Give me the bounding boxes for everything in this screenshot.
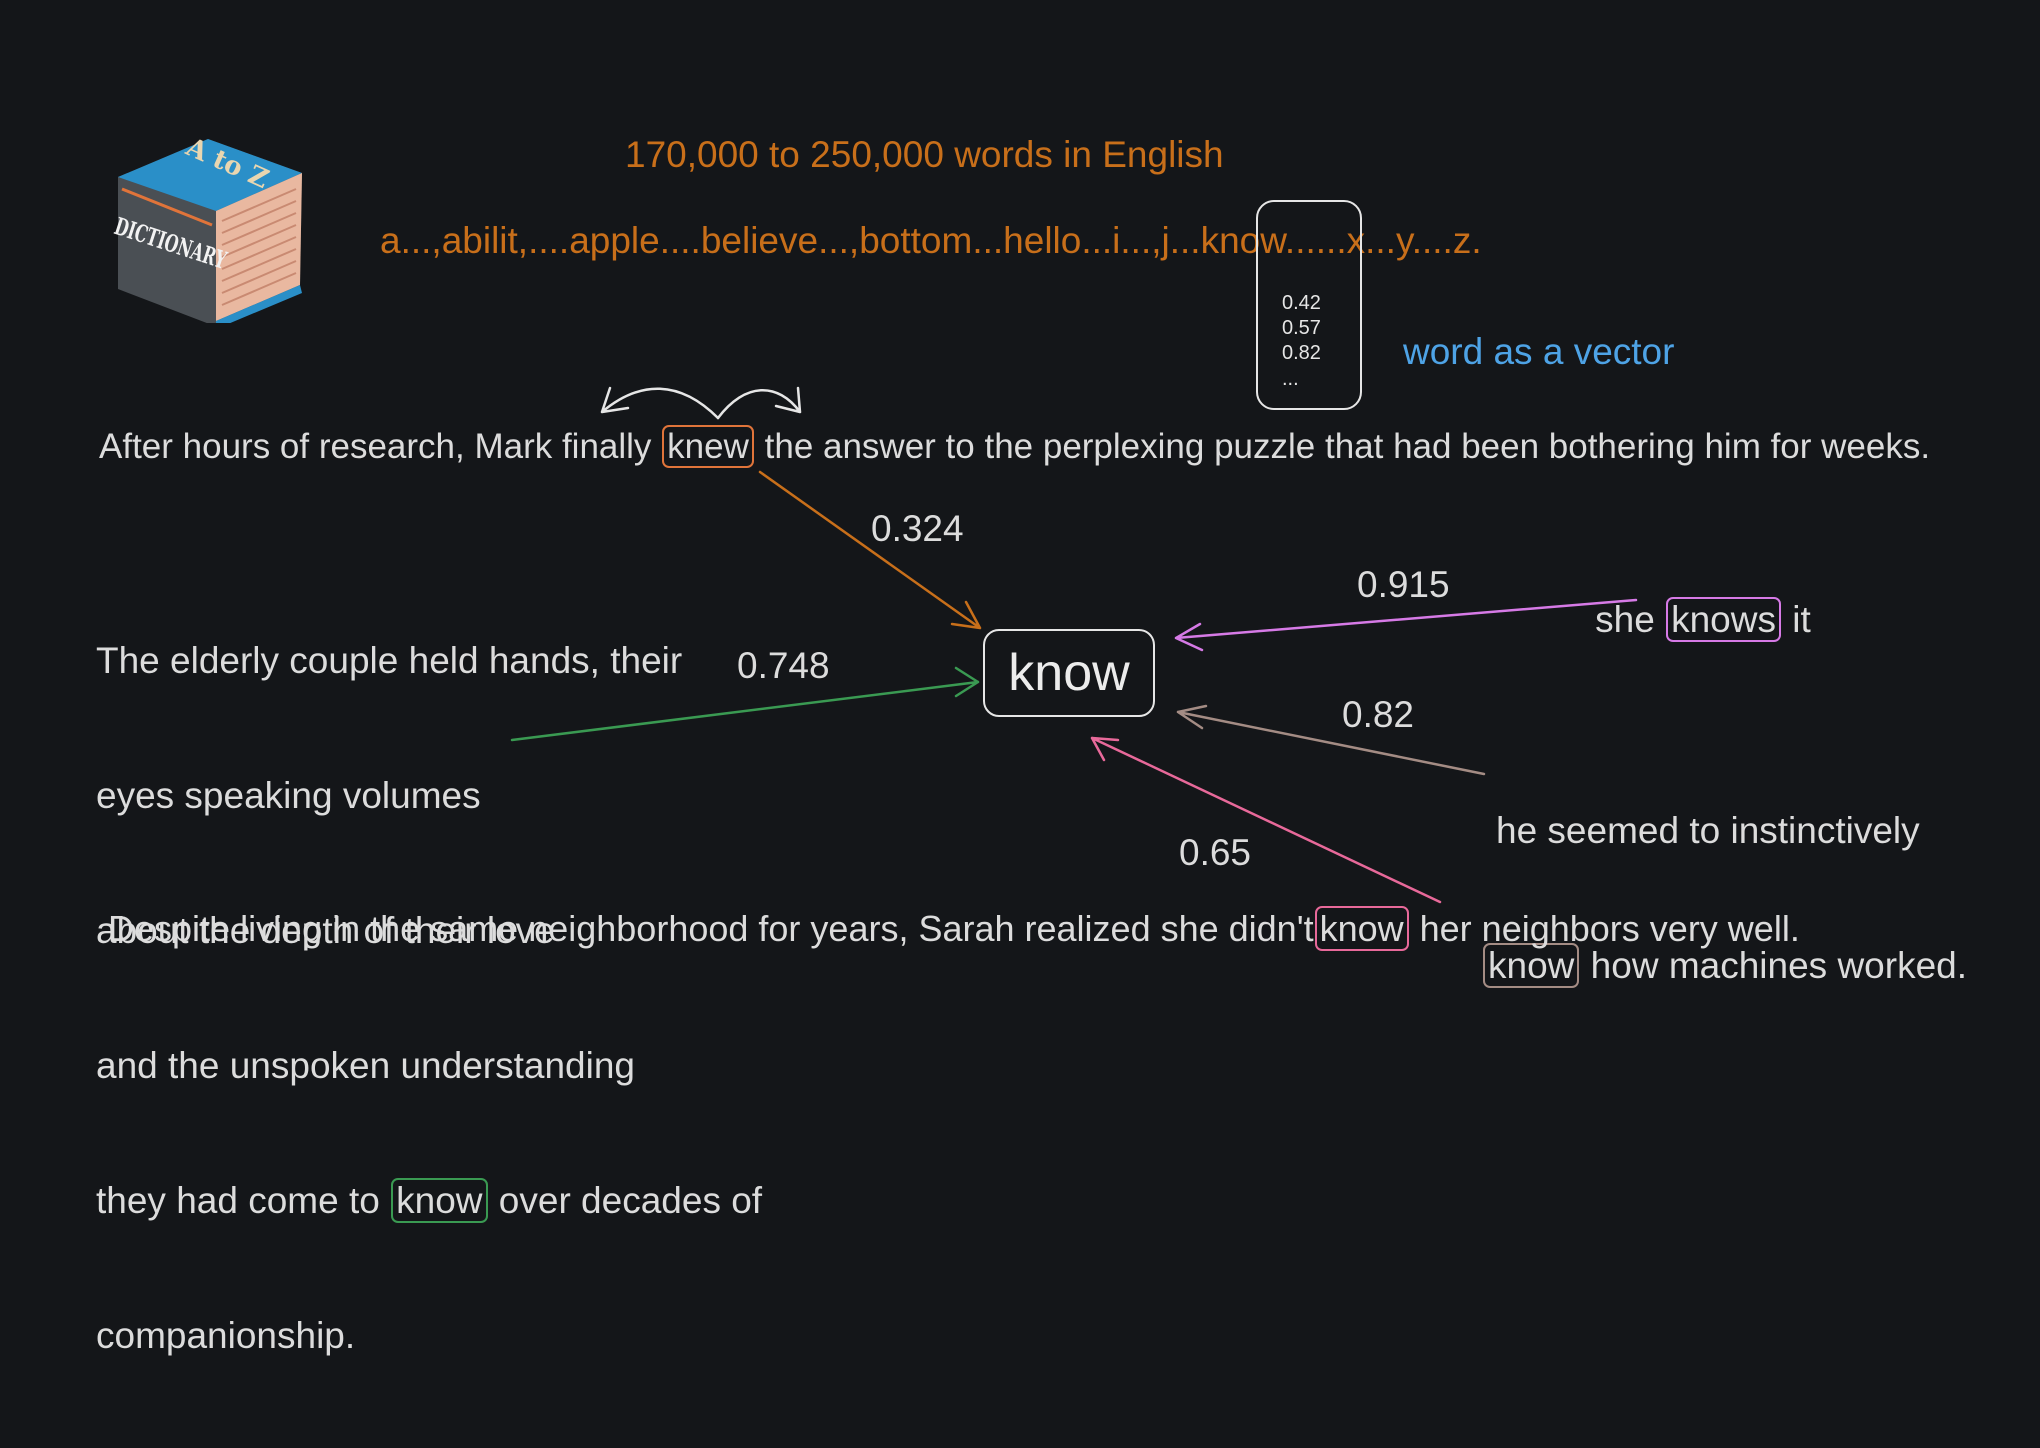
arrow-knew bbox=[758, 470, 982, 630]
sentence-research: After hours of research, Mark finally kn… bbox=[99, 425, 1931, 468]
score-instinct-know: 0.82 bbox=[1342, 694, 1415, 735]
sentence-research-end: the answer to the perplexing puzzle that… bbox=[764, 427, 1931, 466]
sentence-instinct-line-2: know how machines worked. bbox=[1482, 943, 1967, 988]
paragraph-couple-line-5: they had come to know over decades of bbox=[96, 1178, 762, 1223]
vector-label: word as a vector bbox=[1403, 331, 1675, 372]
arrow-instinct-know bbox=[1176, 704, 1486, 776]
arrow-couple-know bbox=[510, 666, 980, 742]
sentence-knows-it-pre: she bbox=[1595, 599, 1655, 640]
word-embedding-diagram: A to Z DICTIONARY 170,000 to 250,000 wor… bbox=[96, 133, 1967, 1356]
paragraph-couple-line-4: and the unspoken understanding bbox=[96, 1045, 635, 1086]
vector-value-2: 0.57 bbox=[1282, 317, 1321, 339]
paragraph-couple-line-3: about the depth of their love bbox=[96, 910, 555, 951]
center-word-know: know bbox=[983, 629, 1155, 717]
score-sarah-know: 0.65 bbox=[1179, 832, 1252, 873]
sentence-instinct: he seemed to instinctively know how mach… bbox=[1482, 718, 1967, 1078]
score-knows: 0.915 bbox=[1357, 564, 1450, 605]
vector-value-1: 0.42 bbox=[1282, 292, 1321, 314]
sentence-sarah: Despite living in the same neighborhood … bbox=[108, 906, 1800, 951]
sentence-instinct-line-1: he seemed to instinctively bbox=[1496, 810, 1920, 851]
paragraph-couple-pre: they had come to bbox=[96, 1180, 380, 1221]
dictionary-book-icon: A to Z DICTIONARY bbox=[112, 133, 302, 323]
paragraph-couple-line-2: eyes speaking volumes bbox=[96, 775, 481, 816]
vector-value-ellipsis: ... bbox=[1282, 368, 1299, 390]
highlight-couple-know: know bbox=[391, 1178, 488, 1223]
word-list-end: ......x...y....z. bbox=[1284, 220, 1482, 261]
vector-box bbox=[1256, 200, 1362, 410]
paragraph-couple-line-1: The elderly couple held hands, their bbox=[96, 640, 683, 681]
arrow-sarah-know bbox=[1090, 736, 1442, 904]
vector-value-3: 0.82 bbox=[1282, 342, 1321, 364]
paragraph-couple-line-6: companionship. bbox=[96, 1315, 356, 1356]
sentence-research-start: After hours of research, Mark finally bbox=[99, 427, 652, 466]
sentence-sarah-start: Despite living in the same neighborhood … bbox=[108, 908, 1314, 949]
context-arrow-right bbox=[716, 386, 802, 420]
score-couple-know: 0.748 bbox=[737, 645, 830, 686]
paragraph-couple: The elderly couple held hands, their eye… bbox=[96, 548, 762, 1448]
word-count-heading: 170,000 to 250,000 words in English bbox=[625, 134, 1224, 175]
paragraph-couple-post: over decades of bbox=[498, 1180, 763, 1221]
context-arrow-left bbox=[600, 386, 720, 420]
sentence-knows-it: she knows it bbox=[1554, 552, 1811, 687]
highlight-sarah-know: know bbox=[1314, 906, 1409, 951]
sentence-sarah-end: her neighbors very well. bbox=[1419, 908, 1800, 949]
word-list: a...,abilit,....apple....believe...,bott… bbox=[380, 220, 1482, 262]
arrows-layer bbox=[510, 386, 1638, 904]
sentence-knows-it-post: it bbox=[1792, 599, 1811, 640]
highlight-knew: knew bbox=[662, 425, 754, 468]
sentence-instinct-post: how machines worked. bbox=[1590, 945, 1968, 986]
word-list-start: a...,abilit,....apple....believe...,bott… bbox=[380, 220, 1201, 261]
highlight-knows: knows bbox=[1666, 597, 1781, 642]
highlight-instinct-know: know bbox=[1483, 943, 1580, 988]
word-list-know: know bbox=[1200, 220, 1285, 261]
score-knew: 0.324 bbox=[871, 508, 964, 549]
arrow-knows bbox=[1174, 598, 1638, 652]
